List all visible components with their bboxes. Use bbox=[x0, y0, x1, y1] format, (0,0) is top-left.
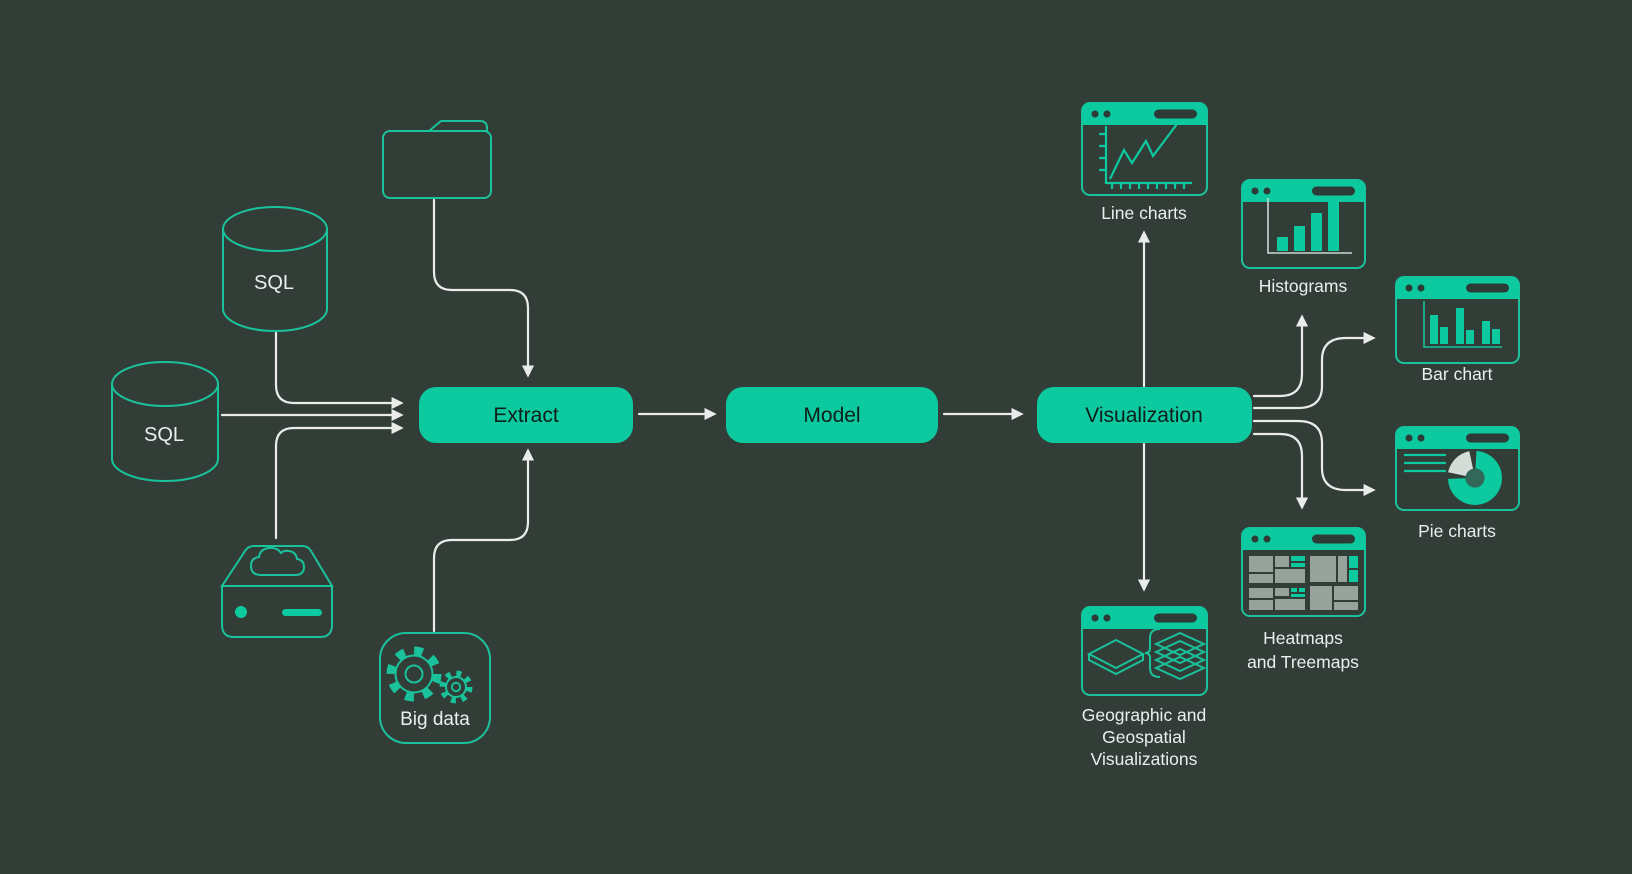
pie-charts-label: Pie charts bbox=[1418, 521, 1496, 541]
visualization-label: Visualization bbox=[1085, 404, 1203, 427]
big-data-label: Big data bbox=[400, 709, 470, 730]
arrow-folder-to-extract bbox=[432, 198, 535, 378]
heatmaps-label-line1: Heatmaps bbox=[1263, 628, 1343, 648]
arrow-sql-top-to-extract bbox=[274, 331, 404, 410]
line-chart-glyph bbox=[1109, 123, 1178, 180]
sql-database-top-icon: SQL bbox=[222, 206, 328, 332]
cloud-server-icon bbox=[220, 545, 334, 638]
server-slot bbox=[282, 609, 322, 616]
histogram-window-icon: Histograms bbox=[1241, 179, 1366, 296]
sql-top-label: SQL bbox=[254, 272, 294, 294]
sql-left-label: SQL bbox=[144, 424, 184, 446]
geo-label-line2: Geospatial bbox=[1102, 727, 1186, 747]
stage-extract: Extract bbox=[419, 387, 633, 443]
arrow-vis-to-piecharts bbox=[1252, 419, 1376, 497]
heatmaps-label-line2: and Treemaps bbox=[1247, 652, 1359, 672]
pie-chart-window-icon: Pie charts bbox=[1395, 426, 1520, 541]
line-charts-label: Line charts bbox=[1101, 203, 1187, 223]
extract-label: Extract bbox=[493, 404, 559, 427]
gear-large-icon bbox=[386, 646, 442, 702]
histograms-label: Histograms bbox=[1259, 276, 1348, 296]
gear-small-icon bbox=[439, 670, 473, 704]
geospatial-window-icon: Geographic and Geospatial Visualizations bbox=[1081, 606, 1208, 769]
line-chart-window-icon: Line charts bbox=[1081, 102, 1208, 223]
histogram-bars-glyph bbox=[1277, 198, 1339, 251]
bar-chart-label: Bar chart bbox=[1422, 364, 1493, 384]
treemap-tiles bbox=[1249, 556, 1358, 610]
sql-database-left-icon: SQL bbox=[111, 361, 219, 482]
map-layer-single-icon bbox=[1086, 638, 1146, 676]
geo-label-line1: Geographic and bbox=[1082, 705, 1207, 725]
arrow-bigdata-to-extract bbox=[432, 448, 535, 633]
bar-chart-bars-glyph bbox=[1430, 308, 1500, 344]
model-label: Model bbox=[803, 404, 860, 427]
stage-visualization: Visualization bbox=[1037, 387, 1252, 443]
flow-arrows bbox=[220, 198, 1376, 633]
stage-model: Model bbox=[726, 387, 938, 443]
folder-icon bbox=[382, 120, 492, 199]
geo-label-line3: Visualizations bbox=[1091, 749, 1198, 769]
arrow-vis-to-heatmaps bbox=[1252, 432, 1309, 510]
arrow-vis-to-barchart bbox=[1252, 331, 1376, 410]
server-led bbox=[235, 606, 247, 618]
heatmap-window-icon: Heatmaps and Treemaps bbox=[1241, 527, 1366, 672]
arrow-vis-to-histograms bbox=[1252, 314, 1309, 398]
donut-chart-glyph bbox=[1448, 451, 1502, 505]
map-layer-stack-icon bbox=[1153, 631, 1207, 681]
arrow-server-to-extract bbox=[274, 421, 404, 540]
brace-icon bbox=[1144, 628, 1161, 678]
bar-chart-window-icon: Bar chart bbox=[1395, 276, 1520, 384]
big-data-gears-icon: Big data bbox=[379, 632, 491, 744]
cloud-glyph bbox=[249, 546, 306, 576]
